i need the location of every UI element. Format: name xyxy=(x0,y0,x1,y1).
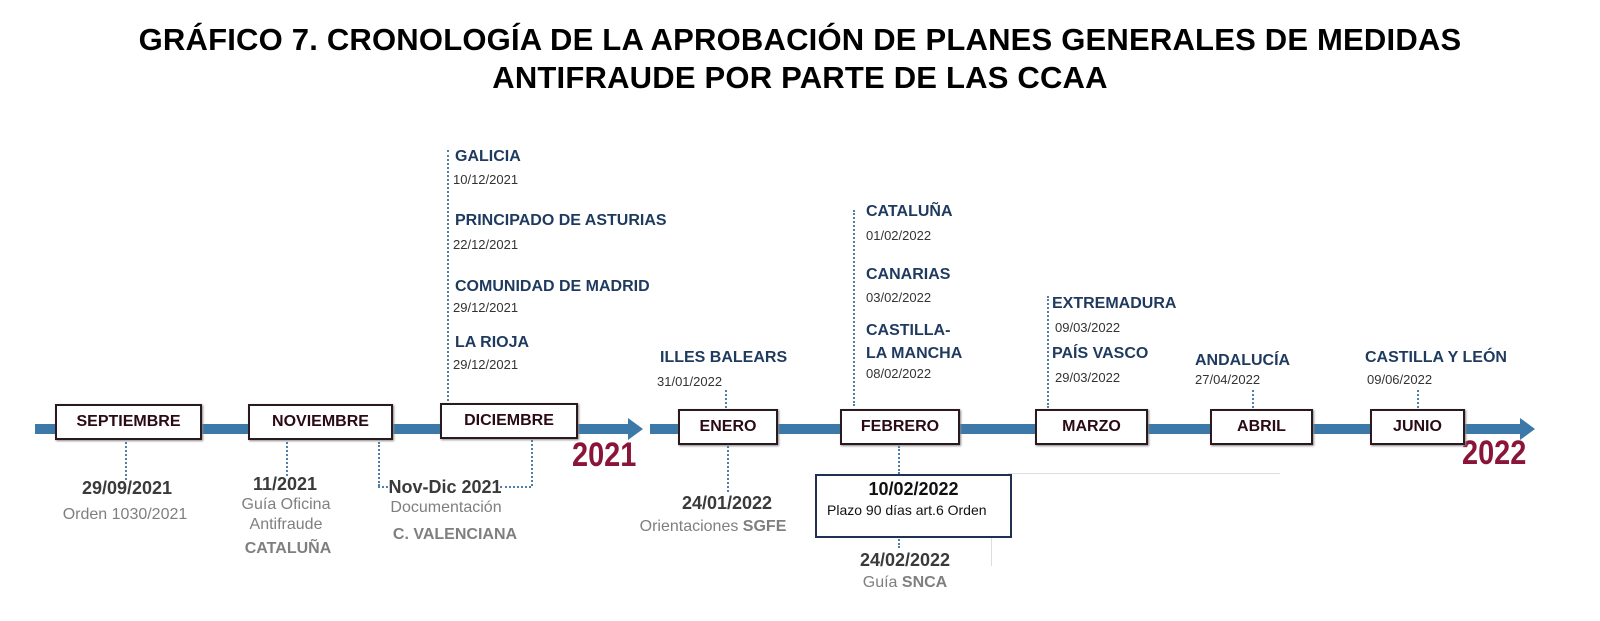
region-name: LA RIOJA xyxy=(455,334,530,351)
milestone-box: 10/02/2022 Plazo 90 días art.6 Orden xyxy=(815,474,1012,538)
region-name: CASTILLA Y LEÓN xyxy=(1365,349,1507,366)
month-diciembre: DICIEMBRE xyxy=(440,403,578,439)
connector xyxy=(1417,390,1419,408)
chart-title-line1: GRÁFICO 7. CRONOLOGÍA DE LA APROBACIÓN D… xyxy=(138,22,1462,57)
milestone-text: Documentación xyxy=(390,499,502,516)
region-name: PRINCIPADO DE ASTURIAS xyxy=(455,212,667,229)
milestone-date: 29/09/2021 xyxy=(81,478,173,498)
region-date: 09/06/2022 xyxy=(1367,372,1433,387)
milestone-text: Antifraude xyxy=(249,516,323,533)
month-abril: ABRIL xyxy=(1210,409,1313,445)
connector xyxy=(853,210,855,406)
milestone-text: Guía SNCA xyxy=(863,574,947,592)
region-name: ANDALUCÍA xyxy=(1195,352,1291,369)
month-junio: JUNIO xyxy=(1370,409,1465,445)
milestone-org: CATALUÑA xyxy=(244,540,332,557)
connector xyxy=(286,442,288,476)
milestone-text: Orden 1030/2021 xyxy=(62,506,188,523)
chart-title-line2: ANTIFRAUDE POR PARTE DE LAS CCAA xyxy=(492,60,1108,95)
connector xyxy=(1252,390,1254,408)
month-enero: ENERO xyxy=(678,409,778,445)
connector xyxy=(725,390,727,408)
milestone-text-part: Orientaciones xyxy=(639,518,743,535)
milestone-text: Guía Oficina xyxy=(241,496,331,513)
month-marzo: MARZO xyxy=(1035,409,1148,445)
region-date: 22/12/2021 xyxy=(453,237,519,252)
milestone-text: Plazo 90 días art.6 Orden xyxy=(827,502,987,518)
region-date: 29/12/2021 xyxy=(453,357,519,372)
region-name: CATALUÑA xyxy=(866,203,953,220)
month-noviembre: NOVIEMBRE xyxy=(248,404,393,440)
milestone-date: 10/02/2022 xyxy=(868,479,959,499)
region-date: 01/02/2022 xyxy=(866,228,932,243)
year-label-2021: 2021 xyxy=(572,436,637,474)
milestone-text: Orientaciones SGFE xyxy=(640,518,787,536)
connector xyxy=(898,536,900,548)
connector xyxy=(125,442,127,480)
milestone-date: 24/02/2022 xyxy=(859,550,951,570)
connector xyxy=(500,486,531,488)
arrow-head-icon xyxy=(1520,418,1535,440)
region-date: 29/03/2022 xyxy=(1055,370,1121,385)
frame-line xyxy=(991,534,992,566)
milestone-org: C. VALENCIANA xyxy=(392,526,518,543)
region-date: 08/02/2022 xyxy=(866,366,932,381)
milestone-date: Nov-Dic 2021 xyxy=(388,477,502,497)
region-name: GALICIA xyxy=(455,148,521,165)
arrow-head-icon xyxy=(628,418,643,440)
connector xyxy=(727,446,729,492)
region-name-line2: LA MANCHA xyxy=(866,345,963,362)
milestone-org: SNCA xyxy=(901,574,948,591)
region-date: 03/02/2022 xyxy=(866,290,932,305)
milestone-date: 24/01/2022 xyxy=(681,493,773,513)
region-date: 31/01/2022 xyxy=(657,374,723,389)
month-septiembre: SEPTIEMBRE xyxy=(55,404,202,440)
region-name: PAÍS VASCO xyxy=(1052,345,1149,362)
milestone-text-part: Guía xyxy=(862,574,902,591)
region-date: 10/12/2021 xyxy=(453,172,519,187)
region-name: CANARIAS xyxy=(866,266,951,283)
region-name: EXTREMADURA xyxy=(1052,295,1177,312)
region-name: ILLES BALEARS xyxy=(660,349,788,366)
connector xyxy=(898,446,900,474)
frame-line xyxy=(1008,473,1280,474)
region-name: CASTILLA- xyxy=(866,322,951,339)
connector xyxy=(531,440,533,486)
milestone-org: SGFE xyxy=(742,518,787,535)
connector xyxy=(378,442,380,486)
year-label-2022: 2022 xyxy=(1462,434,1527,472)
region-date: 29/12/2021 xyxy=(453,300,519,315)
region-date: 09/03/2022 xyxy=(1055,320,1121,335)
milestone-date: 11/2021 xyxy=(252,474,318,494)
connector xyxy=(447,150,449,405)
region-date: 27/04/2022 xyxy=(1195,372,1261,387)
connector xyxy=(378,486,388,488)
connector xyxy=(1047,296,1049,408)
month-febrero: FEBRERO xyxy=(840,409,960,445)
region-name: COMUNIDAD DE MADRID xyxy=(455,278,650,295)
